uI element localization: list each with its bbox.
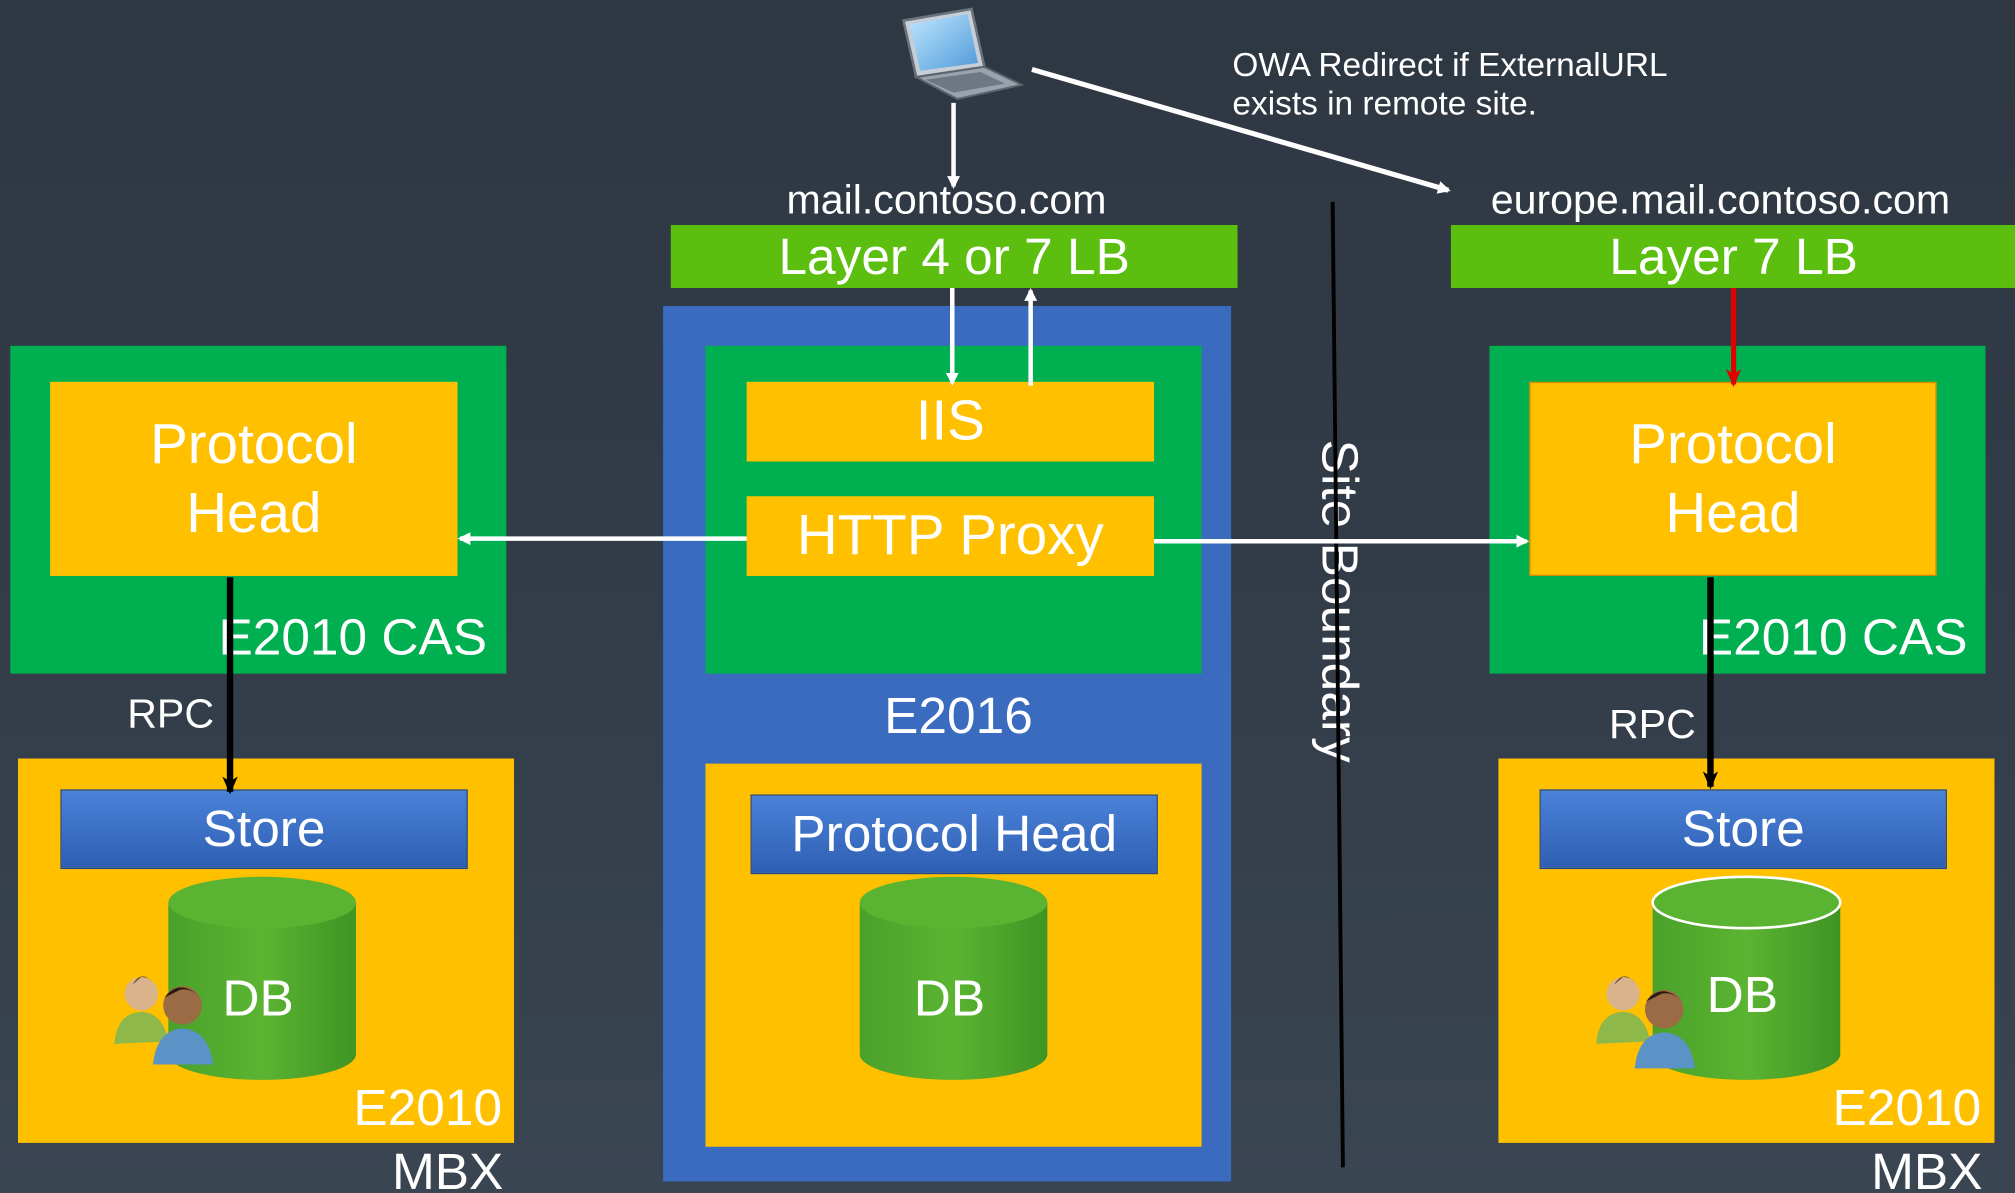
right-lb-label: Layer 7 LB xyxy=(1609,228,1858,285)
left-mbx-label-line2: MBX xyxy=(391,1144,504,1193)
owa-note-line2: exists in remote site. xyxy=(1232,83,1537,123)
http-proxy-label: HTTP Proxy xyxy=(796,503,1104,567)
left-db-cylinder xyxy=(168,876,356,1080)
right-db-cylinder xyxy=(1651,875,1842,1080)
owa-note-line1: OWA Redirect if ExternalURL xyxy=(1232,44,1668,84)
iis-label: IIS xyxy=(915,389,985,453)
center-db-cylinder xyxy=(859,876,1048,1080)
right-users-icon xyxy=(1596,976,1696,1069)
center-lb-label: Layer 4 or 7 LB xyxy=(778,228,1130,285)
left-protocol-head: Protocol Head xyxy=(50,381,458,576)
left-mbx-label-line1: E2010 xyxy=(353,1079,503,1137)
right-mbx-label-line1: E2010 xyxy=(1832,1079,1982,1137)
right-store-bar: Store xyxy=(1539,789,1947,870)
e2016-label: E2016 xyxy=(884,687,1033,745)
right-mbx-label-line2: MBX xyxy=(1871,1144,1983,1193)
right-db-label: DB xyxy=(1706,966,1779,1024)
left-cas-label: E2010 CAS xyxy=(218,609,488,666)
laptop-icon xyxy=(901,7,1025,101)
left-protocol-head-line1: Protocol xyxy=(150,412,358,476)
left-db-label: DB xyxy=(222,970,294,1028)
left-users-icon xyxy=(114,976,214,1065)
left-rpc-label: RPC xyxy=(127,690,215,737)
right-protocol-head-line1: Protocol xyxy=(1629,412,1837,476)
right-url-label: europe.mail.contoso.com xyxy=(1490,176,1951,223)
e2016-protocol-head-label: Protocol Head xyxy=(791,806,1118,863)
site-boundary-line xyxy=(1330,201,1345,1168)
iis-box: IIS xyxy=(746,381,1155,462)
left-store-label: Store xyxy=(202,800,326,858)
center-lb-bar: Layer 4 or 7 LB xyxy=(670,224,1238,288)
left-protocol-head-line2: Head xyxy=(186,481,322,545)
right-rpc-label: RPC xyxy=(1608,700,1696,747)
e2016-protocol-head-bar: Protocol Head xyxy=(750,794,1158,875)
center-url-label: mail.contoso.com xyxy=(786,176,1107,223)
right-store-label: Store xyxy=(1681,800,1805,858)
center-db-label: DB xyxy=(913,970,986,1028)
left-store-bar: Store xyxy=(60,789,468,870)
right-protocol-head: Protocol Head xyxy=(1529,381,1937,576)
http-proxy-box: HTTP Proxy xyxy=(746,496,1155,576)
right-protocol-head-line2: Head xyxy=(1665,481,1801,545)
right-cas-label: E2010 CAS xyxy=(1698,609,1968,666)
arrow-owa-redirect xyxy=(1031,66,1451,194)
right-lb-bar: Layer 7 LB xyxy=(1450,224,2015,288)
